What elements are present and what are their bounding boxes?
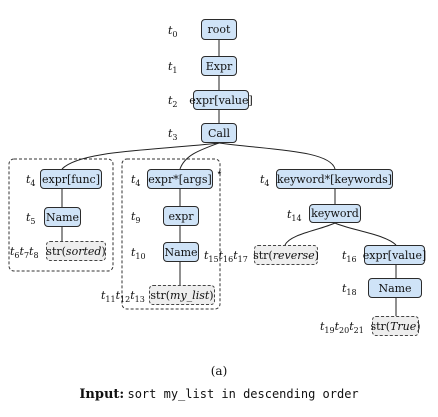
edge-call-keywords [218, 142, 336, 170]
node-keyword: keyword [309, 204, 361, 223]
t-label-678: t6t7t8 [10, 245, 39, 261]
node-expr-arg-label: expr [168, 209, 194, 223]
input-line: Input: sort my_list in descending order [0, 386, 438, 402]
node-name-value: Name [368, 278, 422, 298]
t-label-5: t5 [26, 211, 36, 227]
str-true-prefix: str( [370, 319, 391, 333]
t-label-0: t0 [168, 24, 178, 40]
node-keyword-list: keyword*[keywords] [276, 169, 393, 189]
str-reverse-literal: reverse [272, 248, 315, 262]
edge-call-args [179, 142, 220, 170]
node-call-label: Call [207, 126, 230, 140]
t-label-16: t16 [342, 249, 357, 265]
t-label-111213: t11t12t13 [101, 289, 145, 305]
node-name-func: Name [44, 207, 81, 227]
t-label-3: t3 [168, 127, 178, 143]
node-expr-label: Expr [205, 59, 233, 73]
str-sorted-prefix: str( [46, 244, 66, 258]
func-group-box [8, 158, 114, 272]
t-label-4c: t4 [260, 173, 270, 189]
str-mylist-literal: my_list [170, 288, 210, 302]
node-name-value-label: Name [378, 281, 412, 295]
edge-call-func [61, 142, 220, 170]
edge-keyword-reverse [284, 222, 336, 246]
t-label-151617: t15t16t17 [204, 249, 248, 265]
input-text: sort my_list in descending order [127, 387, 359, 401]
node-root: root [201, 19, 237, 40]
str-true-literal: True [390, 319, 417, 333]
node-expr-arg: expr [163, 206, 199, 226]
str-mylist-prefix: str( [150, 288, 171, 302]
edge-keyword-value [334, 222, 397, 246]
str-reverse-suffix: ) [314, 248, 319, 262]
node-keyword-label: keyword [311, 207, 359, 220]
node-expr: Expr [201, 56, 237, 76]
t-label-4b: t4 [131, 173, 141, 189]
node-expr-func-label: expr[func] [42, 172, 100, 186]
node-expr-func: expr[func] [40, 169, 102, 189]
t-label-2: t2 [168, 94, 178, 110]
node-name-func-label: Name [45, 210, 80, 224]
t-label-1: t1 [168, 60, 178, 76]
t-label-4a: t4 [26, 173, 36, 189]
str-reverse-prefix: str( [253, 248, 273, 262]
str-sorted-suffix: ) [101, 244, 106, 258]
node-call: Call [201, 123, 237, 143]
str-true-suffix: ) [416, 319, 421, 333]
node-expr-args: expr*[args] [147, 169, 213, 189]
t-label-14: t14 [287, 208, 302, 224]
t-label-9: t9 [131, 210, 141, 226]
t-label-18: t18 [342, 282, 357, 298]
node-expr-value-label: expr[value] [189, 93, 253, 107]
node-str-true: str(True) [370, 316, 421, 336]
node-expr-value2: expr[value] [362, 245, 427, 265]
node-str-mylist: str(my_list) [149, 285, 215, 305]
star-mark: ⋆ [216, 166, 223, 179]
str-sorted-literal: sorted [65, 244, 102, 258]
t-label-10: t10 [131, 246, 146, 262]
node-expr-value: expr[value] [189, 90, 253, 110]
arg-group-box [121, 158, 221, 310]
node-str-reverse: str(reverse) [253, 245, 319, 265]
node-expr-value2-label: expr[value] [362, 248, 427, 262]
node-expr-args-label: expr*[args] [148, 172, 212, 186]
node-keyword-list-label: keyword*[keywords] [276, 172, 393, 186]
str-mylist-suffix: ) [209, 288, 214, 302]
node-root-label: root [207, 23, 231, 36]
input-label: Input: [79, 387, 125, 402]
node-name-arg: Name [163, 242, 199, 262]
figure-caption: (a) [210, 364, 228, 378]
t-label-192021: t19t20t21 [320, 320, 364, 336]
node-name-arg-label: Name [164, 245, 198, 259]
node-str-sorted: str(sorted) [46, 241, 106, 261]
